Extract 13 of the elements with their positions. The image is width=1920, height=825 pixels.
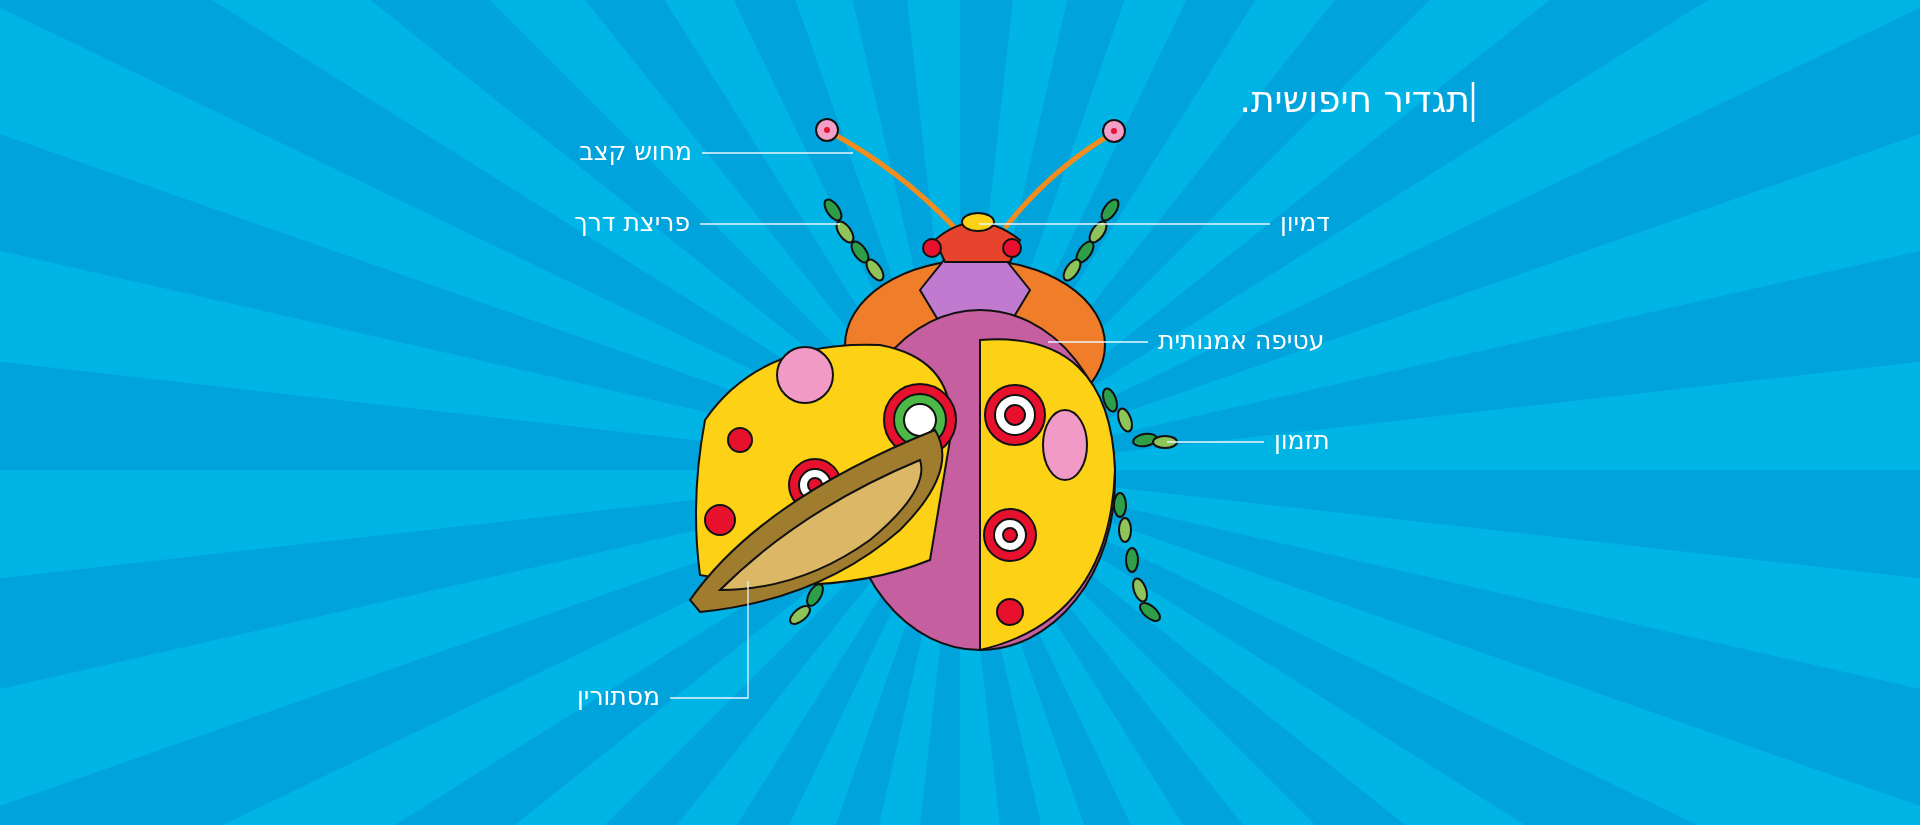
leader-line: [701, 152, 854, 154]
part-label: מסתורין: [577, 682, 660, 712]
part-label: מחוש קצב: [579, 137, 692, 167]
leader-line: [1047, 341, 1149, 343]
part-label: תזמון: [1274, 426, 1330, 456]
part-label: דמיון: [1280, 208, 1330, 238]
leader-line: [978, 223, 1271, 225]
part-label: פריצת דרך: [574, 208, 690, 238]
leader-line: [669, 580, 749, 699]
part-label: עטיפה אמנותית: [1158, 326, 1325, 356]
leader-line: [699, 223, 841, 225]
leader-line: [1166, 441, 1265, 443]
title: תגדיר חיפושית.: [1239, 78, 1470, 122]
